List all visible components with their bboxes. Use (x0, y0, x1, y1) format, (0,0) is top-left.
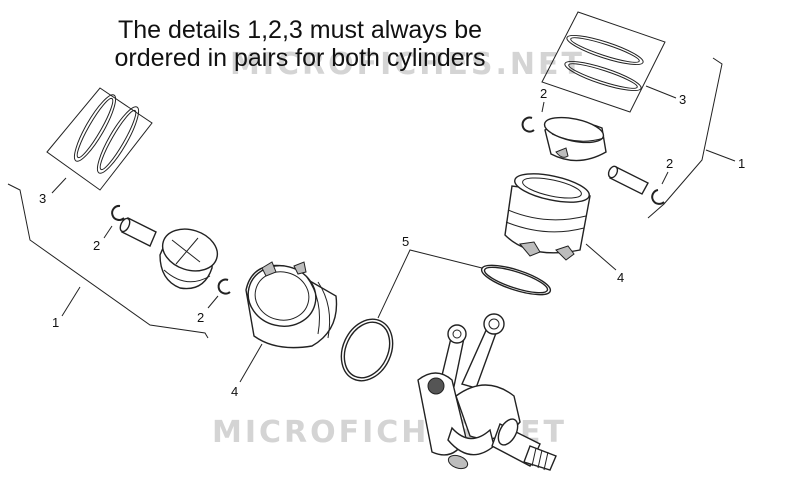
piston-pin-left (119, 217, 157, 247)
leader-gasket (377, 249, 483, 319)
callout-gasket: 5 (402, 234, 409, 249)
piston-pin-right (607, 165, 649, 195)
piston-rings-right (541, 11, 666, 113)
big-end-cap (447, 426, 495, 456)
callout-rings-right: 3 (679, 92, 686, 107)
callout-group-left: 1 (52, 315, 59, 330)
note-line-2: ordered in pairs for both cylinders (114, 44, 486, 72)
piston-right-boss (555, 147, 569, 158)
cylinder-right (504, 173, 591, 261)
conrod-2-small-end (447, 324, 467, 344)
callout-rings-left: 3 (39, 191, 46, 206)
leader-rings-left (51, 177, 67, 194)
callout-group-right: 1 (738, 156, 745, 171)
piston-right-crown (543, 116, 605, 144)
callout-circlip-left-top: 2 (93, 238, 100, 253)
piston-right-groove (551, 133, 605, 142)
watermark-top: MICROFICHES.NET (230, 47, 585, 82)
group-bracket-left (7, 183, 209, 339)
group-bracket-right (647, 57, 723, 219)
gasket-right (480, 264, 552, 296)
piston-left-crown (161, 228, 219, 272)
piston-rings-left (46, 87, 153, 191)
note-line-1: The details 1,2,3 must always be (117, 16, 483, 44)
ring-left-2-inner (99, 109, 137, 171)
callout-cylinder-right: 4 (617, 270, 624, 285)
leader-group-left (61, 286, 81, 317)
circlip-left-bottom (217, 278, 231, 295)
callout-circlip-right-top: 2 (540, 86, 547, 101)
cylinder-right-top (514, 173, 590, 203)
ring-left-1 (73, 94, 117, 162)
ring-left-1-inner (76, 97, 114, 159)
ring-right-2 (564, 60, 642, 92)
crank-counterweight-hole (427, 377, 445, 395)
conrod-1-small-end (483, 313, 505, 335)
ring-box-left (46, 87, 153, 191)
leader-circlip-right-top (541, 101, 545, 113)
ring-right-2-inner (568, 63, 638, 89)
circlip-right-side (651, 189, 665, 205)
leader-rings-right (645, 85, 677, 99)
cylinder-left (245, 261, 338, 349)
circlip-right-top (521, 116, 535, 133)
piston-right (543, 116, 607, 162)
cylinder-left-top (247, 265, 317, 327)
callout-circlip-right-side: 2 (666, 156, 673, 171)
leader-cylinder-right (585, 243, 617, 271)
leader-circlip-left-top (103, 225, 113, 239)
leader-circlip-right-side (661, 171, 669, 185)
gasket-left (340, 318, 394, 382)
leader-circlip-left-bottom (207, 295, 219, 309)
circlip-left-top (111, 204, 125, 221)
ring-right-1 (566, 34, 644, 66)
callout-cylinder-left: 4 (231, 384, 238, 399)
leader-cylinder-left (239, 343, 263, 383)
ring-box-right (541, 11, 666, 113)
ring-right-1-inner (570, 37, 640, 63)
leader-group-right (705, 149, 736, 162)
piston-left (159, 228, 219, 290)
crankshaft-assembly (417, 313, 557, 471)
ring-left-2 (96, 106, 140, 174)
callout-circlip-left-bottom: 2 (197, 310, 204, 325)
